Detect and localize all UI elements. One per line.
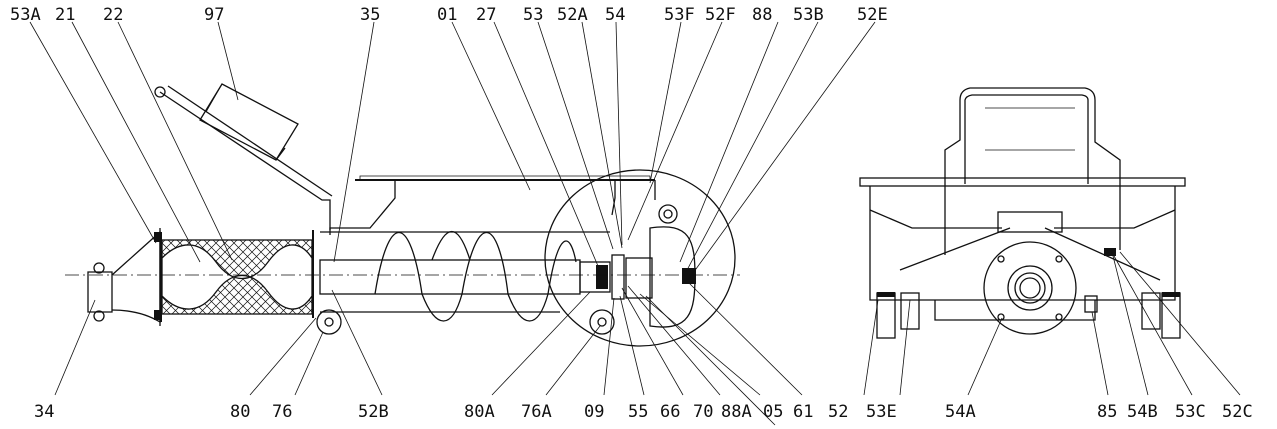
- callout-88: 88: [752, 5, 772, 25]
- front-view: [859, 87, 1186, 339]
- callout-85: 85: [1097, 402, 1117, 422]
- callout-34: 34: [34, 402, 54, 422]
- stator-tube-21: [160, 230, 314, 322]
- drive-detail: [544, 169, 736, 347]
- callout-53a: 53A: [10, 5, 41, 25]
- callout-27: 27: [476, 5, 496, 25]
- callout-80: 80: [230, 402, 250, 422]
- callout-52f: 52F: [705, 5, 736, 25]
- wheel-76a: [589, 309, 615, 335]
- bottom-callouts: 34 80 76 52B 80A 76A 09 55 66 70 88A 05 …: [34, 402, 1253, 422]
- callout-66: 66: [660, 402, 680, 422]
- top-callouts: 53A 21 22 97 35 01 27 53 52A 54 53F 52F …: [10, 5, 888, 25]
- wheel-76: [316, 309, 342, 335]
- callout-55: 55: [628, 402, 648, 422]
- leader-lines: [29, 21, 1241, 426]
- callout-52a: 52A: [557, 5, 588, 25]
- callout-70: 70: [693, 402, 713, 422]
- callout-97: 97: [204, 5, 224, 25]
- callout-53b: 53B: [793, 5, 824, 25]
- callout-53: 53: [523, 5, 543, 25]
- callout-76a: 76A: [521, 402, 552, 422]
- callout-80a: 80A: [464, 402, 495, 422]
- callout-05: 05: [763, 402, 783, 422]
- hopper-01: [320, 175, 655, 313]
- wheel-76-hub: [324, 317, 334, 327]
- callout-52c: 52C: [1222, 402, 1253, 422]
- callout-54: 54: [605, 5, 625, 25]
- callout-22: 22: [103, 5, 123, 25]
- wheel-76a-hub: [597, 317, 607, 327]
- motor-flange-54a: [983, 241, 1077, 335]
- inlet-housing-34: [87, 228, 161, 326]
- callout-61: 61: [793, 402, 813, 422]
- callout-52e: 52E: [857, 5, 888, 25]
- callout-76: 76: [272, 402, 292, 422]
- feed-chute-97: [154, 83, 333, 230]
- callout-09: 09: [584, 402, 604, 422]
- callout-52b: 52B: [358, 402, 389, 422]
- callout-53c: 53C: [1175, 402, 1206, 422]
- callout-53f: 53F: [664, 5, 695, 25]
- callout-35: 35: [360, 5, 380, 25]
- callout-54b: 54B: [1127, 402, 1158, 422]
- callout-21: 21: [55, 5, 75, 25]
- callout-01: 01: [437, 5, 457, 25]
- callout-88a: 88A: [721, 402, 752, 422]
- callout-54a: 54A: [945, 402, 976, 422]
- auger-screw: [319, 230, 581, 322]
- callout-52: 52: [828, 402, 848, 422]
- callout-53e: 53E: [866, 402, 897, 422]
